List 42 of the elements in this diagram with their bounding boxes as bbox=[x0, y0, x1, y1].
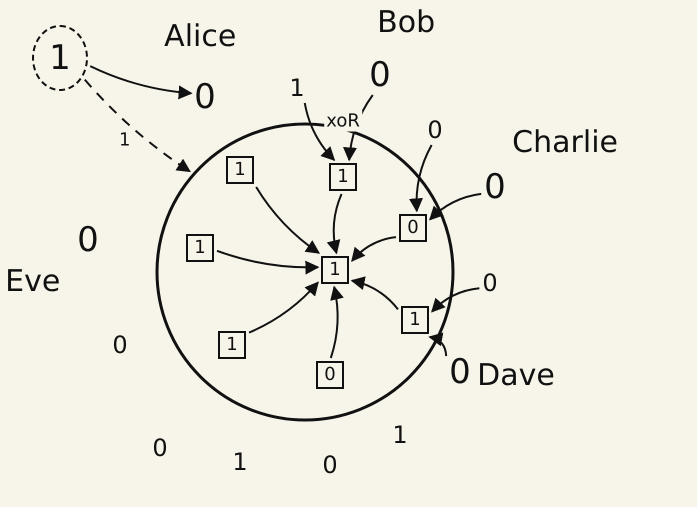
arrow bbox=[326, 194, 342, 254]
arrow bbox=[351, 236, 396, 262]
person-name: Charlie bbox=[512, 128, 618, 158]
dashed-bubble: 1 bbox=[32, 25, 88, 91]
bit-box: 0 bbox=[399, 214, 427, 242]
bit-digit: 0 bbox=[152, 434, 168, 462]
person-name: Bob bbox=[377, 8, 436, 38]
arrow bbox=[431, 287, 480, 313]
bit-digit: 1 bbox=[392, 421, 408, 449]
arrow bbox=[216, 250, 320, 274]
bit-digit: 0 bbox=[369, 55, 391, 95]
arrow bbox=[330, 286, 344, 358]
arrow bbox=[90, 65, 193, 100]
arrow bbox=[428, 333, 448, 356]
bit-box: 1 bbox=[226, 156, 254, 184]
bit-digit: 0 bbox=[112, 331, 128, 359]
bit-digit: 0 bbox=[77, 220, 99, 260]
bit-box: 0 bbox=[316, 361, 344, 389]
arrow bbox=[350, 276, 399, 310]
bit-digit: 0 bbox=[427, 118, 443, 142]
bit-digit: 0 bbox=[482, 271, 498, 295]
arrow bbox=[409, 144, 433, 212]
dashed-arrow bbox=[84, 78, 191, 172]
bit-box: 1 bbox=[321, 256, 349, 284]
person-name: Dave bbox=[477, 361, 555, 391]
bit-box: 1 bbox=[186, 234, 214, 262]
arrow bbox=[255, 186, 320, 254]
person-name: Eve bbox=[5, 267, 60, 297]
arrow bbox=[429, 192, 482, 220]
arrow bbox=[304, 102, 336, 162]
bit-digit: 1 bbox=[289, 76, 305, 100]
bit-digit: 0 bbox=[194, 77, 216, 117]
bit-digit: 0 bbox=[484, 167, 506, 207]
bit-digit: 0 bbox=[322, 451, 338, 479]
edge-label: xoR bbox=[324, 110, 362, 132]
bit-box: 1 bbox=[218, 331, 246, 359]
bit-box: 1 bbox=[329, 163, 357, 191]
bit-box: 1 bbox=[401, 306, 429, 334]
bit-digit: 1 bbox=[232, 448, 248, 476]
bit-digit: 0 bbox=[449, 352, 471, 392]
person-name: Alice bbox=[164, 22, 236, 52]
arrow bbox=[248, 281, 319, 334]
